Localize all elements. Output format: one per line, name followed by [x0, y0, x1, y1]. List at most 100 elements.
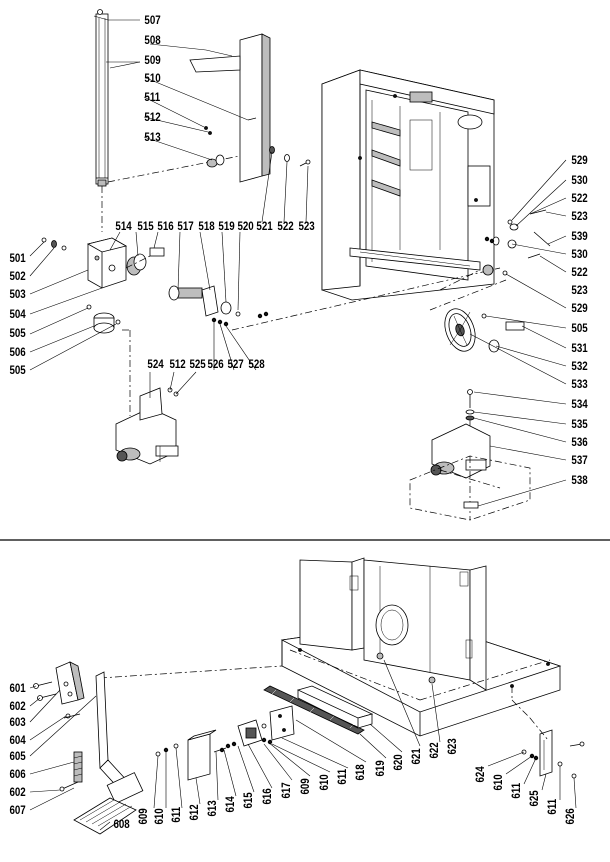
- base-cabinet: [280, 557, 562, 737]
- leaders-top: [29, 15, 567, 507]
- part-label: 502: [9, 270, 25, 283]
- part-label: 621: [410, 748, 423, 764]
- rack-gear-assembly: [168, 285, 269, 327]
- leaders-bottom: [29, 659, 577, 831]
- part-label: 503: [9, 288, 25, 301]
- part-label: 610: [153, 808, 166, 824]
- small-hardware-607: [59, 713, 81, 792]
- part-label: 609: [299, 778, 312, 794]
- table-bracket-outline: [409, 455, 531, 521]
- part-label: 624: [474, 766, 487, 782]
- part-label: 528: [248, 358, 264, 371]
- part-label: 611: [336, 769, 349, 785]
- part-label: 523: [571, 284, 587, 297]
- part-label: 524: [147, 358, 163, 371]
- part-label: 608: [113, 818, 129, 831]
- screws-534-536: [465, 389, 475, 436]
- part-label: 622: [428, 742, 441, 758]
- lower-guide-right: [430, 423, 491, 479]
- part-label: 610: [318, 774, 331, 790]
- part-label: 605: [9, 750, 25, 763]
- part-label: 529: [571, 302, 587, 315]
- part-label: 512: [144, 111, 160, 124]
- bottom-part-labels: 601 602 603 604 605 606 602 607 608 609 …: [9, 682, 577, 831]
- part-label: 625: [528, 790, 541, 806]
- handwheel: [444, 308, 525, 353]
- top-part-labels: 507 508 509 510 511 512 513 514 515 516 …: [9, 14, 587, 487]
- part-label: 611: [510, 783, 523, 799]
- part-label: 516: [157, 220, 173, 233]
- part-label: 530: [571, 174, 587, 187]
- adjustment-knob-assembly: [204, 126, 225, 168]
- part-label: 539: [571, 230, 587, 243]
- micro-switch: [237, 719, 267, 747]
- part-label: 536: [571, 436, 587, 449]
- collar-505-506: [86, 304, 121, 334]
- part-label: 533: [571, 378, 587, 391]
- part-label: 505: [9, 364, 25, 377]
- part-label: 511: [144, 91, 160, 104]
- washer-set-521-523: [269, 146, 311, 167]
- part-label: 518: [198, 220, 214, 233]
- return-spring: [73, 751, 83, 783]
- part-label: 535: [571, 418, 587, 431]
- part-label: 527: [227, 358, 243, 371]
- part-label: 611: [546, 799, 559, 815]
- pedal-arm: [95, 671, 144, 804]
- blade-guard-rail: [95, 9, 109, 187]
- part-label: 620: [392, 754, 405, 770]
- part-label: 522: [571, 266, 587, 279]
- pedal-pad: [73, 797, 137, 835]
- part-label: 522: [571, 192, 587, 205]
- part-label: 514: [115, 220, 131, 233]
- part-label: 525: [189, 358, 205, 371]
- part-label: 519: [218, 220, 234, 233]
- part-label: 537: [571, 454, 587, 467]
- part-label: 606: [9, 768, 25, 781]
- part-label: 517: [177, 220, 193, 233]
- angle-bracket: [296, 685, 374, 729]
- part-label: 626: [564, 808, 577, 824]
- gear-shaft-514-516: [125, 247, 165, 276]
- part-label: 602: [9, 700, 25, 713]
- guide-post-bracket: [189, 33, 271, 183]
- part-label: 521: [256, 220, 272, 233]
- part-label: 523: [298, 220, 314, 233]
- part-label: 603: [9, 716, 25, 729]
- threaded-rod: [263, 685, 365, 735]
- part-label: 515: [137, 220, 153, 233]
- part-label: 601: [9, 682, 25, 695]
- part-label: 609: [137, 808, 150, 824]
- upper-guide-block: [86, 237, 128, 289]
- part-label: 538: [571, 474, 587, 487]
- part-label: 507: [144, 14, 160, 27]
- part-label: 526: [207, 358, 223, 371]
- lower-guide-housing: [115, 387, 179, 465]
- part-label: 619: [374, 760, 387, 776]
- part-label: 504: [9, 308, 25, 321]
- part-label: 510: [144, 72, 160, 85]
- plate-618: [261, 705, 295, 745]
- part-label: 613: [206, 800, 219, 816]
- part-label: 522: [277, 220, 293, 233]
- part-label: 610: [492, 774, 505, 790]
- part-label: 529: [571, 154, 587, 167]
- part-label: 505: [571, 322, 587, 335]
- part-label: 611: [170, 807, 183, 823]
- pedal-bracket: [55, 661, 85, 705]
- part-label: 612: [188, 804, 201, 820]
- part-label: 623: [446, 738, 459, 754]
- bolt-501-502: [41, 237, 67, 251]
- part-label: 532: [571, 360, 587, 373]
- part-label: 530: [571, 248, 587, 261]
- part-label: 513: [144, 131, 160, 144]
- part-label: 604: [9, 734, 25, 747]
- part-label: 512: [169, 358, 185, 371]
- part-label: 602: [9, 786, 25, 799]
- part-label: 534: [571, 398, 587, 411]
- saw-frame: [321, 69, 495, 301]
- part-label: 509: [144, 54, 160, 67]
- part-label: 531: [571, 342, 587, 355]
- part-label: 614: [224, 796, 237, 812]
